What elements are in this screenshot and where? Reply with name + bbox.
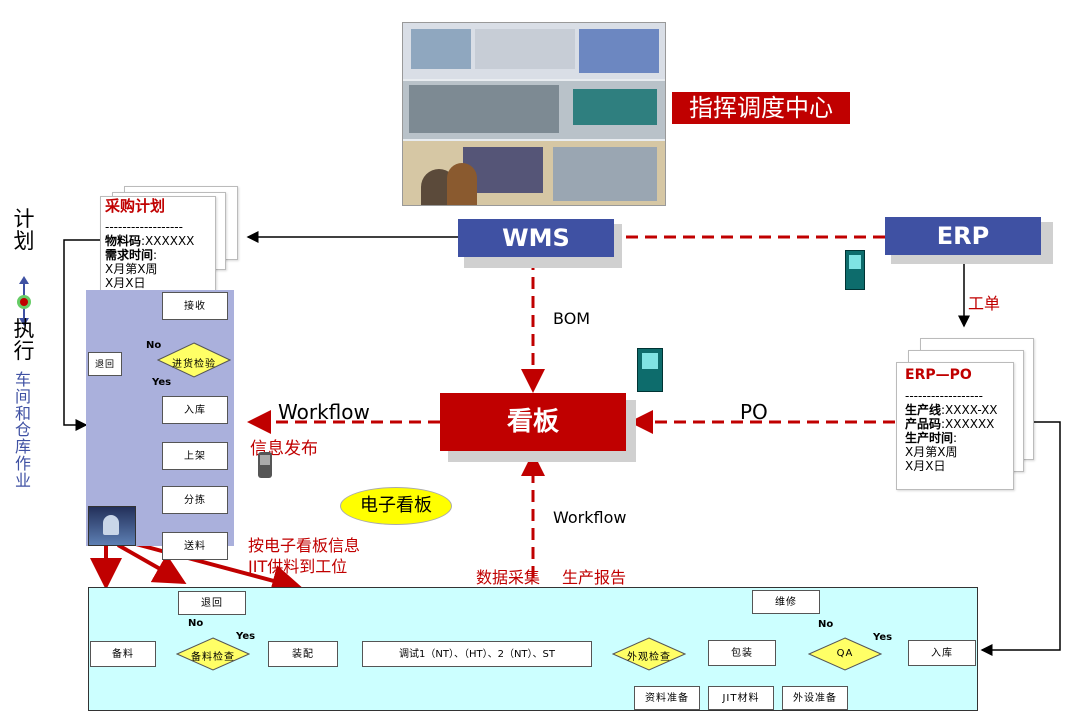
bom-label: BOM [553, 309, 591, 328]
wms-box[interactable]: WMS [458, 219, 614, 257]
purchase-plan-title: 采购计划 [105, 197, 166, 215]
prod-jit-material[interactable]: JIT材料 [708, 686, 774, 710]
prod-return[interactable]: 退回 [178, 591, 246, 615]
execute-axis-label: 执行 [13, 317, 35, 364]
wh-deliver[interactable]: 送料 [162, 532, 228, 560]
jit-arrow-2 [117, 543, 187, 584]
po-line-1-value: :XXXX-XX [941, 403, 998, 417]
purchase-plan-doc: 采购计划 ------------------ 物料码:XXXXXX 需求时间:… [100, 196, 216, 296]
wh-shelve[interactable]: 上架 [162, 442, 228, 470]
e-kanban-badge: 电子看板 [340, 487, 452, 525]
prod-repair[interactable]: 维修 [752, 590, 820, 614]
jit-label-line2: JIT供料到工位 [248, 557, 348, 576]
purchase-plan-divider: ------------------ [105, 220, 183, 234]
po-line-2-key: 产品码 [905, 417, 942, 431]
plan-line-4: X月X日 [105, 276, 146, 290]
wh-receive[interactable]: 接收 [162, 292, 228, 320]
wh-inspect-label: 进货检验 [172, 359, 216, 370]
production-report-label: 生产报告 [562, 568, 627, 587]
terminal-icon-2 [637, 348, 663, 392]
wh-return[interactable]: 退回 [88, 352, 122, 376]
wh-store[interactable]: 入库 [162, 396, 228, 424]
jit-label-line1: 按电子看板信息 [248, 536, 361, 555]
po-line-1-key: 生产线 [905, 403, 942, 417]
terminal-icon-1 [845, 250, 865, 290]
prod-material-prep[interactable]: 资料准备 [634, 686, 700, 710]
plan-to-warehouse-arrow [63, 239, 100, 431]
prod-store[interactable]: 入库 [908, 640, 976, 666]
prod-prep[interactable]: 备料 [90, 641, 156, 667]
prod-assemble[interactable]: 装配 [268, 641, 338, 667]
command-center-photo [402, 22, 666, 206]
warehouse-photo [88, 506, 136, 546]
prod-qa-label: QA [836, 648, 854, 659]
erp-box[interactable]: ERP [885, 217, 1041, 255]
prod-test[interactable]: 调试1（NT）、（HT）、2（NT）、ST [362, 641, 592, 667]
po-to-production-arrow [980, 421, 1061, 656]
prod-visual-check-diamond[interactable] [612, 637, 686, 671]
prod-peripheral-prep[interactable]: 外设准备 [782, 686, 848, 710]
prod-prep-check-label: 备料检查 [191, 652, 235, 663]
prod-pack[interactable]: 包装 [708, 640, 776, 666]
po-line-2-value: :XXXXXX [941, 417, 995, 431]
prod-yes2-label: Yes [873, 632, 893, 643]
prod-qa-diamond[interactable] [808, 637, 882, 671]
prod-no2-label: No [818, 619, 834, 630]
plan-line-1-value: :XXXXXX [141, 234, 195, 248]
jit-arrow-3 [131, 541, 304, 597]
prod-prep-check-diamond[interactable] [176, 637, 250, 671]
plan-axis-label: 计划 [13, 207, 35, 254]
work-order-label: 工单 [968, 294, 1001, 313]
erp-po-divider: ------------------ [905, 389, 983, 403]
erp-po-title: ERP—PO [905, 367, 972, 383]
plan-line-2-value: : [153, 248, 158, 262]
plan-line-1-key: 物料码 [105, 234, 142, 248]
handheld-icon [258, 452, 272, 478]
prod-yes1-label: Yes [236, 631, 256, 642]
wh-yes-label: Yes [152, 377, 172, 388]
wh-no-label: No [146, 340, 162, 351]
prod-visual-check-label: 外观检查 [627, 652, 671, 663]
kanban-box[interactable]: 看板 [440, 393, 626, 451]
po-line-3-key: 生产时间 [905, 431, 954, 445]
workflow-bottom-label: Workflow [553, 508, 627, 527]
data-collection-label: 数据采集 [476, 568, 541, 587]
wh-pick[interactable]: 分拣 [162, 486, 228, 514]
po-label: PO [740, 400, 768, 424]
axis-arrow [16, 276, 32, 326]
workflow-left-label: Workflow [278, 400, 370, 424]
workshop-axis-label: 车间和仓库作业 [14, 370, 31, 490]
command-center-label: 指挥调度中心 [672, 92, 850, 124]
prod-no1-label: No [188, 618, 204, 629]
e-kanban-badge-label: 电子看板 [360, 495, 432, 516]
po-line-5: X月X日 [905, 459, 946, 473]
erp-po-doc: ERP—PO ------------------ 生产线:XXXX-XX 产品… [896, 362, 1014, 490]
plan-line-2-key: 需求时间 [105, 248, 154, 262]
wh-inspect-diamond[interactable] [157, 342, 231, 378]
po-line-4: X月第X周 [905, 445, 958, 459]
plan-line-3: X月第X周 [105, 262, 158, 276]
po-line-3-value: : [953, 431, 958, 445]
